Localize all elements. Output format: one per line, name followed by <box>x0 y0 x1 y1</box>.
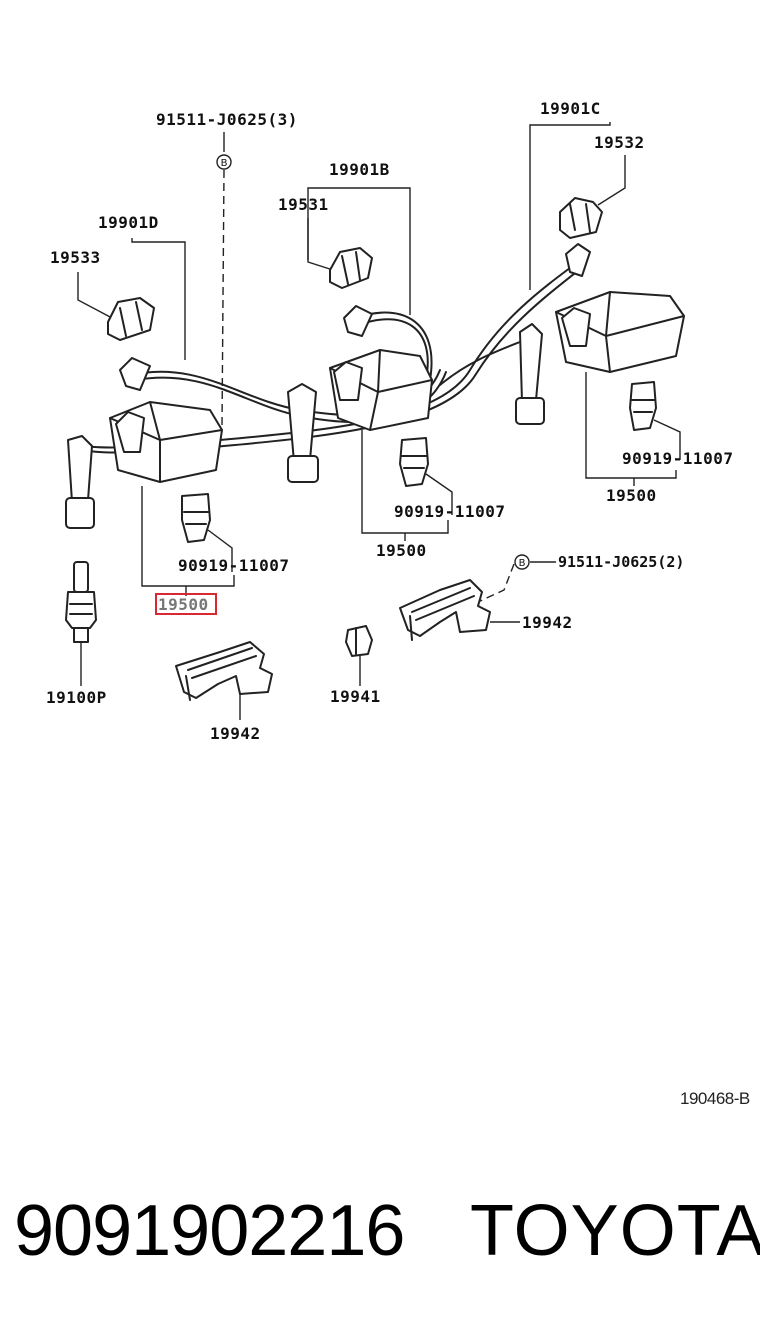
clamp-19942-right-icon: 19942 <box>399 579 573 641</box>
coil-19500-left-callout: 90919-11007 19500 <box>141 486 289 615</box>
label-plug-2: 90919-11007 <box>394 502 505 521</box>
plug-90919-1-icon <box>181 493 211 543</box>
spark-plug-icon: 19100P <box>46 561 107 707</box>
cord-19901d-callout: 19901D 19533 <box>50 213 186 360</box>
label-coil-3-highlighted: 19500 <box>158 595 209 614</box>
ignition-coil-parts-diagram: 91511-J0625(3) B 19901C 19532 19901B 195… <box>46 99 733 743</box>
label-plug-3: 90919-11007 <box>622 449 733 468</box>
label-clamp-2: 19942 <box>210 724 261 743</box>
plug-90919-2-icon <box>399 437 429 487</box>
boot-cap-19532-icon <box>559 197 603 239</box>
brand-name: TOYOTA <box>470 1191 760 1271</box>
label-cord-d: 19901D <box>98 213 159 232</box>
label-coil-2: 19500 <box>376 541 427 560</box>
label-plug-1: 90919-11007 <box>178 556 289 575</box>
bolt-marker-icon <box>216 154 232 170</box>
clamp-19942-left-icon: 19942 <box>175 641 273 743</box>
label-bolt-2: 91511-J0625(2) <box>558 553 684 571</box>
bolt-callout-3: 91511-J0625(3) B <box>156 110 298 426</box>
label-cap-532: 19532 <box>594 133 645 152</box>
label-coil-1: 19500 <box>606 486 657 505</box>
cord-19901b-callout: 19901B 19531 <box>278 160 411 315</box>
coil-19500-right-callout: 90919-11007 19500 <box>585 372 733 505</box>
coil-pack-middle-icon <box>329 349 433 431</box>
label-cap-531: 19531 <box>278 195 329 214</box>
highlight-box <box>155 593 217 615</box>
label-clip: 19941 <box>330 687 381 706</box>
clip-19941-icon: 19941 <box>330 625 381 706</box>
coil-19500-middle-callout: 90919-11007 19500 <box>361 430 505 560</box>
boot-cap-19531-icon <box>329 247 373 289</box>
bolt-callout-2: B 91511-J0625(2) <box>477 553 684 603</box>
label-spark-plug: 19100P <box>46 688 107 707</box>
bolt-marker-icon <box>514 554 530 570</box>
label-clamp-1: 19942 <box>522 613 573 632</box>
part-number: 9091902216 <box>14 1191 405 1271</box>
diagram-reference-code: 190468-B <box>680 1089 750 1108</box>
label-cap-533: 19533 <box>50 248 101 267</box>
plug-90919-3-icon <box>629 381 657 431</box>
label-bolt-3: 91511-J0625(3) <box>156 110 298 129</box>
label-cord-b: 19901B <box>329 160 390 179</box>
cord-19901c-callout: 19901C 19532 <box>529 99 645 290</box>
coil-pack-right-icon <box>555 291 685 373</box>
boot-cap-19533-icon <box>107 297 155 341</box>
label-cord-c: 19901C <box>540 99 601 118</box>
ignition-wires <box>65 243 591 529</box>
coil-pack-left-icon <box>109 401 223 483</box>
svg-text:B: B <box>221 158 228 169</box>
svg-text:B: B <box>519 558 526 569</box>
